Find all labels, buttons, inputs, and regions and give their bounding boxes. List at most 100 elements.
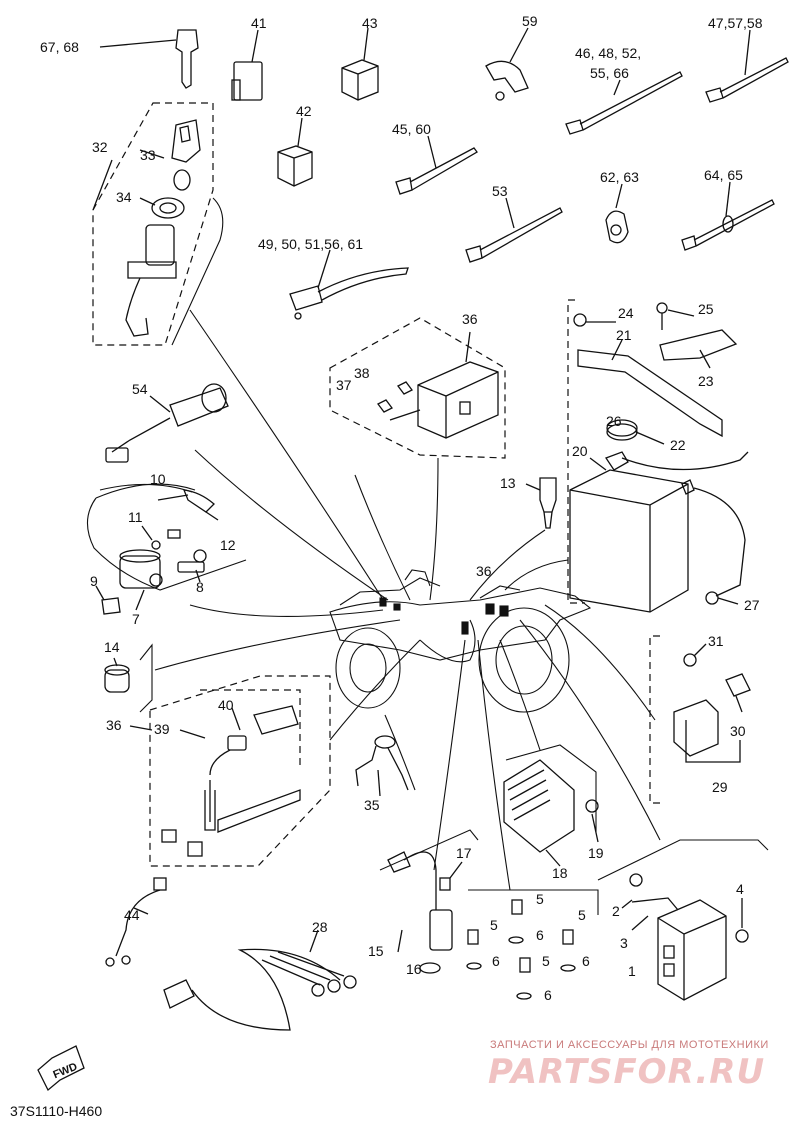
neutral-switch-14 bbox=[104, 657, 130, 693]
callout-64-65: 64, 65 bbox=[704, 167, 743, 183]
callout-17: 17 bbox=[456, 845, 472, 861]
callout-28: 28 bbox=[312, 919, 328, 935]
callout-12: 12 bbox=[220, 537, 236, 553]
callout-9: 9 bbox=[90, 573, 98, 589]
atv-body bbox=[329, 569, 592, 713]
relay-43 bbox=[341, 27, 379, 101]
callout-2: 2 bbox=[612, 903, 620, 919]
band-49-50-51-56-61 bbox=[289, 249, 409, 320]
callout-32: 32 bbox=[92, 139, 108, 155]
callout-38: 38 bbox=[354, 365, 370, 381]
callout-18: 18 bbox=[552, 865, 568, 881]
starter-relay-7 bbox=[95, 489, 219, 615]
ground-lead-44 bbox=[105, 877, 167, 967]
connector-41 bbox=[231, 29, 263, 101]
callout-16: 16 bbox=[406, 961, 422, 977]
callout-6d: 6 bbox=[544, 987, 552, 1003]
rectifier-regulator-18 bbox=[503, 759, 599, 867]
callout-14: 14 bbox=[104, 639, 120, 655]
callout-23: 23 bbox=[698, 373, 714, 389]
dashed-group-outlines bbox=[92, 102, 660, 867]
cdi-unit-1 bbox=[621, 873, 749, 1001]
callout-15: 15 bbox=[368, 943, 384, 959]
callout-5d: 5 bbox=[542, 953, 550, 969]
callout-45-60: 45, 60 bbox=[392, 121, 431, 137]
cable-tie-46-48-52-55-66 bbox=[565, 71, 683, 135]
callout-53: 53 bbox=[492, 183, 508, 199]
callout-44: 44 bbox=[124, 907, 140, 923]
ecu-box-36-top bbox=[377, 331, 499, 439]
callout-36-left: 36 bbox=[106, 717, 122, 733]
starter-switch-54 bbox=[105, 383, 229, 463]
callout-20: 20 bbox=[572, 443, 588, 459]
key-part-67-68 bbox=[99, 29, 199, 89]
watermark-subtitle: ЗАПЧАСТИ И АКСЕССУАРЫ ДЛЯ МОТОТЕХНИКИ bbox=[490, 1039, 769, 1051]
callout-35: 35 bbox=[364, 797, 380, 813]
callout-42: 42 bbox=[296, 103, 312, 119]
fwd-arrow-icon: FWD bbox=[37, 1045, 85, 1092]
battery-cover-26-22 bbox=[606, 419, 665, 445]
diagram-code: 37S1110-H460 bbox=[10, 1103, 103, 1119]
callout-8: 8 bbox=[196, 579, 204, 595]
callout-55-66: 55, 66 bbox=[590, 65, 629, 81]
cable-tie-47-57-58 bbox=[705, 29, 789, 103]
callout-43: 43 bbox=[362, 15, 378, 31]
wire-harness-39 bbox=[129, 705, 301, 857]
callout-26: 26 bbox=[606, 413, 622, 429]
main-switch-32 bbox=[92, 119, 201, 337]
callout-49-50-51-56-61: 49, 50, 51,56, 61 bbox=[258, 236, 364, 252]
callout-67-68: 67, 68 bbox=[40, 39, 79, 55]
callout-59: 59 bbox=[522, 13, 538, 29]
clip-59 bbox=[485, 27, 529, 101]
callout-46-48-52: 46, 48, 52, bbox=[575, 45, 642, 61]
callout-1: 1 bbox=[628, 963, 636, 979]
callout-19: 19 bbox=[588, 845, 604, 861]
callout-24: 24 bbox=[618, 305, 634, 321]
callout-4: 4 bbox=[736, 881, 744, 897]
callout-11: 11 bbox=[128, 509, 143, 525]
callout-34: 34 bbox=[116, 189, 132, 205]
callout-30: 30 bbox=[730, 723, 746, 739]
callout-22: 22 bbox=[670, 437, 686, 453]
clamp-62-63 bbox=[605, 183, 629, 244]
callout-5a: 5 bbox=[536, 891, 544, 907]
callout-36-mid: 36 bbox=[476, 563, 492, 579]
lead-wire-28 bbox=[163, 929, 357, 1031]
relay-42 bbox=[277, 117, 313, 187]
callout-31: 31 bbox=[708, 633, 724, 649]
callout-5c: 5 bbox=[578, 907, 586, 923]
battery-bracket-21 bbox=[573, 302, 738, 438]
cable-tie-53 bbox=[465, 197, 563, 263]
callout-6c: 6 bbox=[582, 953, 590, 969]
callout-37: 37 bbox=[336, 377, 352, 393]
leader-lines bbox=[154, 309, 661, 891]
callout-5b: 5 bbox=[490, 917, 498, 933]
callout-7: 7 bbox=[132, 611, 140, 627]
callout-41: 41 bbox=[251, 15, 267, 31]
fwd-label: FWD bbox=[51, 1061, 79, 1082]
battery-20 bbox=[569, 451, 749, 613]
cable-tie-45-60 bbox=[395, 135, 478, 195]
callout-10: 10 bbox=[150, 471, 166, 487]
bolts-5-washers-6 bbox=[466, 899, 576, 1000]
cable-tie-64-65 bbox=[681, 181, 775, 251]
callout-25: 25 bbox=[698, 301, 714, 317]
callout-40: 40 bbox=[218, 697, 234, 713]
callout-13: 13 bbox=[500, 475, 516, 491]
callout-54: 54 bbox=[132, 381, 148, 397]
callout-6b: 6 bbox=[492, 953, 500, 969]
callout-27: 27 bbox=[744, 597, 760, 613]
callout-36-top: 36 bbox=[462, 311, 478, 327]
watermark-brand: PARTSFOR.RU bbox=[488, 1052, 766, 1092]
callout-62-63: 62, 63 bbox=[600, 169, 639, 185]
callout-39: 39 bbox=[154, 721, 170, 737]
starter-relay-29 bbox=[673, 643, 751, 763]
callout-21: 21 bbox=[616, 327, 632, 343]
speed-sensor-15 bbox=[387, 851, 463, 974]
sensor-35 bbox=[355, 735, 409, 797]
spark-plug-13 bbox=[525, 477, 557, 529]
callout-29: 29 bbox=[712, 779, 728, 795]
callout-33: 33 bbox=[140, 147, 156, 163]
callout-6a: 6 bbox=[536, 927, 544, 943]
